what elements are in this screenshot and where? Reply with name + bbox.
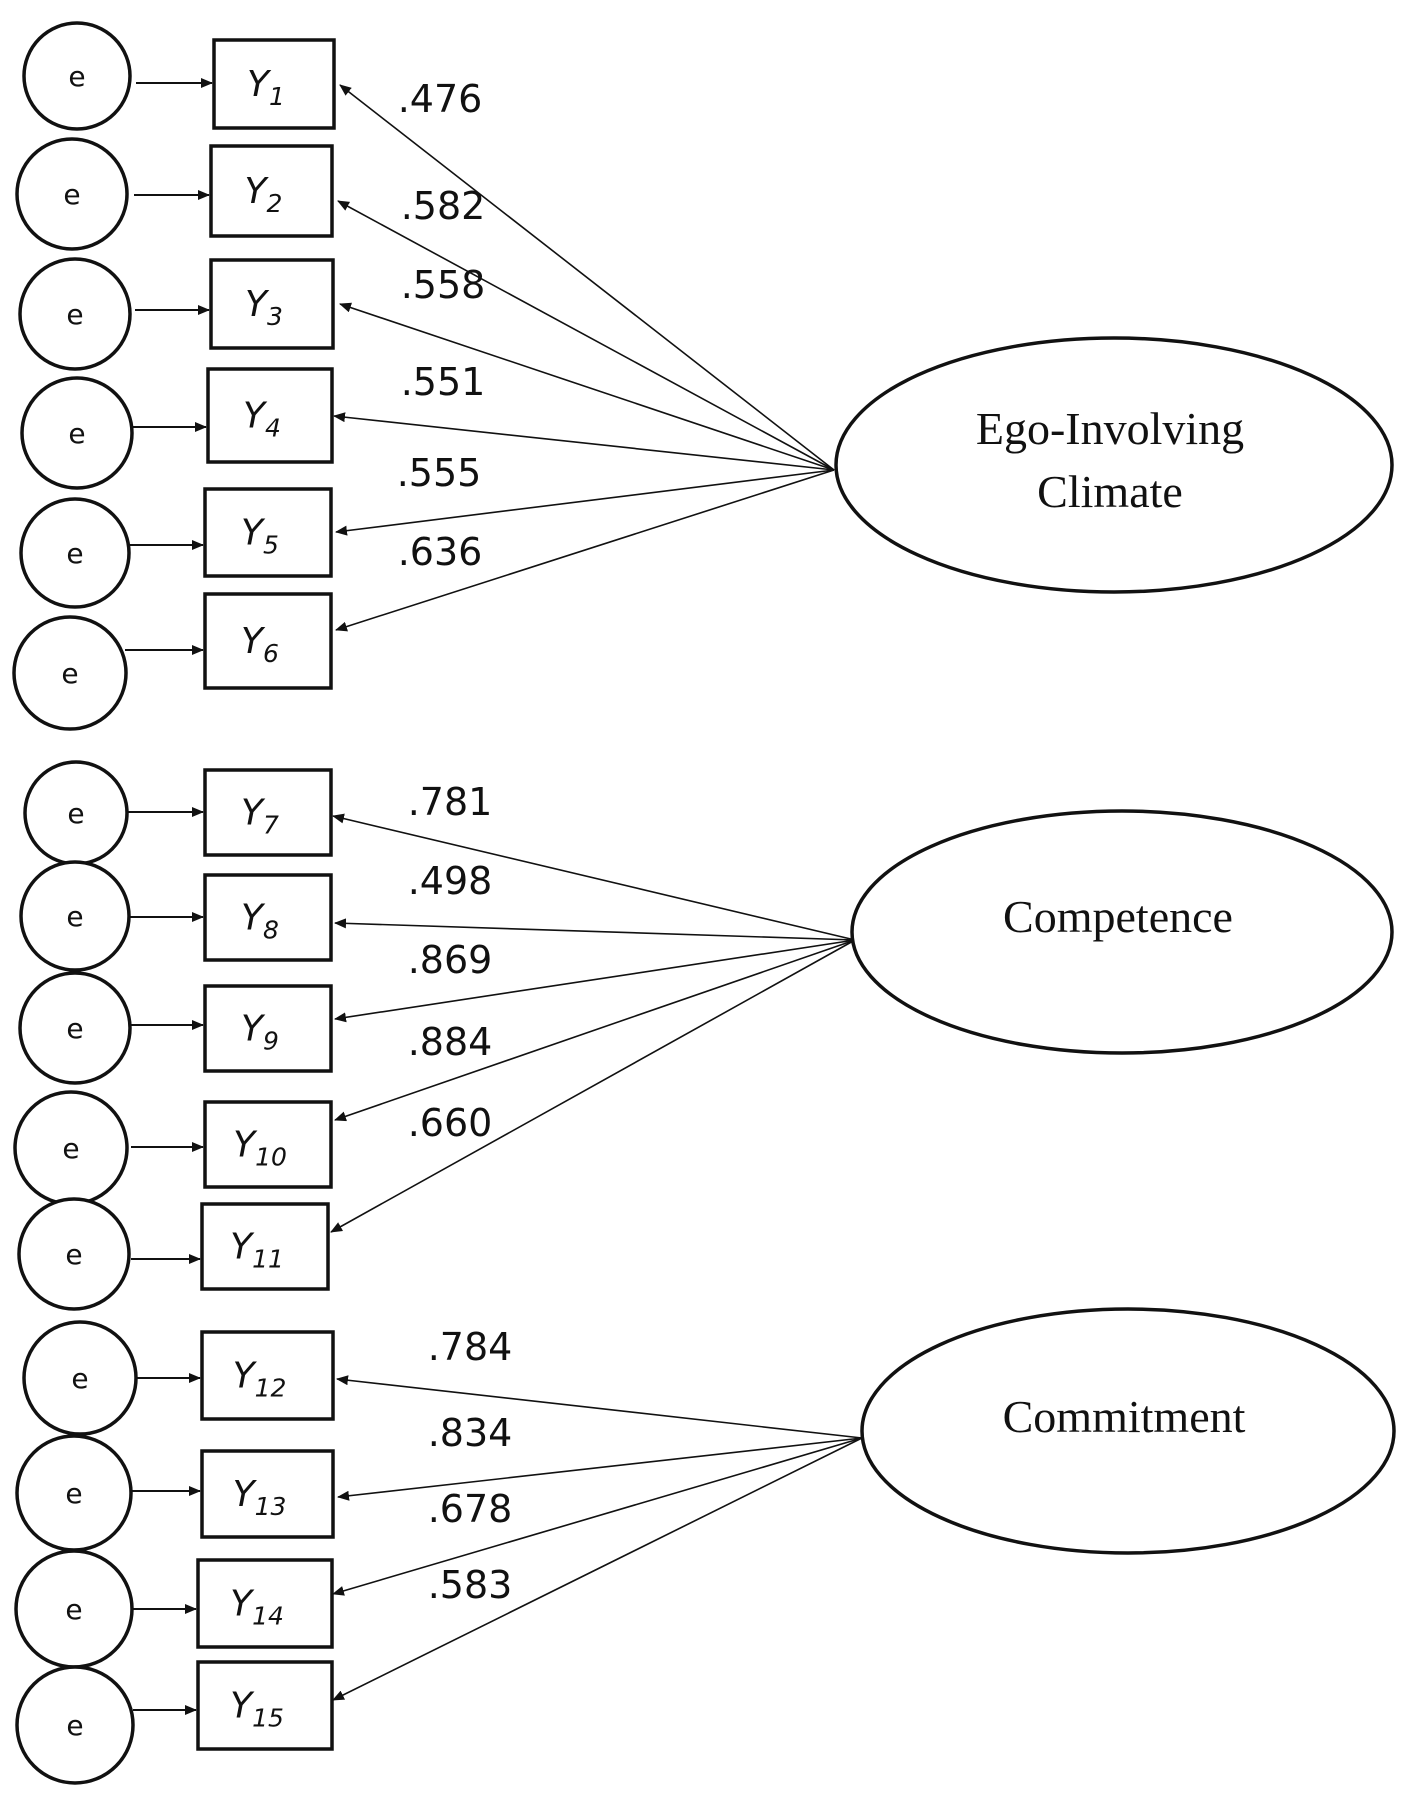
indicator-box [203,984,333,1073]
error-term-circle [19,497,131,609]
indicator-label: Y4 [243,396,281,443]
indicator-label: Y7 [241,793,279,840]
indicator-label: Y3 [245,284,283,331]
indicator-box [206,367,334,464]
latent-factor-label: Ego-Involving [976,403,1244,454]
indicator-box [196,1660,334,1751]
error-term-label: e [66,537,83,570]
indicator-label: Y13 [233,1474,287,1521]
error-term-circle [18,971,132,1085]
error-term-circle [19,860,131,972]
factor-loading-arrow [333,412,835,471]
error-term-label: e [66,900,83,933]
factor-loading-arrow [337,1437,863,1501]
factor-loading-value: .551 [401,360,486,404]
indicator-label: Y1 [247,64,285,111]
factor-loading-arrow [335,469,835,632]
error-term-circle [15,137,129,251]
factor-loading-value: .678 [428,1487,513,1531]
error-term-label: e [65,1593,82,1626]
factor-loading-value: .834 [428,1411,513,1455]
factor-loading-arrow [334,939,856,1122]
factor-loading-value: .582 [401,184,486,228]
factor-loading-arrow [332,1437,863,1596]
factor-loading-value: .636 [398,530,483,574]
error-term-label: e [68,60,85,93]
error-term-circle [15,1665,135,1785]
indicator-label: Y14 [230,1584,284,1631]
latent-factor-label: Commitment [1003,1391,1246,1442]
factor-loading-value: .884 [408,1020,493,1064]
indicator-box [203,487,333,578]
error-term-label: e [65,1238,82,1271]
error-term-circle [20,376,134,490]
error-term-label: e [61,657,78,690]
indicator-box [200,1202,330,1291]
factor-loading-value: .558 [401,263,486,307]
indicator-box [203,873,333,962]
factor-loading-value: .555 [397,451,482,495]
factor-loading-arrow [330,939,856,1233]
latent-factor-label: Competence [1003,891,1233,942]
factor-loading-arrow [339,84,835,471]
factor-loading-value: .476 [398,77,483,121]
indicator-box [203,592,333,690]
factor-loading-arrow [332,1437,863,1701]
latent-factor-ellipse [860,1307,1396,1555]
factor-loading-arrow [334,918,856,941]
factor-loading-value: .869 [408,938,493,982]
factor-loading-arrow [336,1375,863,1439]
indicator-box [196,1558,334,1649]
error-term-label: e [63,178,80,211]
error-term-label: e [66,1709,83,1742]
indicator-label: Y11 [230,1227,284,1274]
indicator-label: Y8 [241,898,279,945]
indicator-box [203,1100,333,1189]
indicator-box [209,258,335,350]
factor-loading-arrow [332,813,856,941]
latent-factor-ellipse [834,336,1394,594]
error-term-label: e [62,1132,79,1165]
factor-loading-arrow [339,302,835,471]
error-term-label: e [65,1477,82,1510]
indicator-label: Y6 [241,621,279,668]
indicator-box [203,768,333,857]
indicator-label: Y9 [241,1009,279,1056]
latent-factor-ellipse [850,809,1394,1055]
indicator-label: Y5 [241,513,279,560]
latent-factor-label: Climate [1037,466,1183,517]
error-term-circle [22,1320,138,1436]
factor-loading-arrow [337,200,835,471]
factor-loading-arrow [334,939,856,1023]
error-term-label: e [67,797,84,830]
error-term-label: e [66,298,83,331]
error-term-label: e [66,1012,83,1045]
factor-loading-value: .784 [428,1325,513,1369]
error-term-circle [12,615,128,731]
indicator-label: Y2 [245,171,283,218]
error-term-label: e [71,1362,88,1395]
factor-loading-value: .660 [408,1101,493,1145]
indicator-label: Y15 [230,1686,284,1733]
error-term-circle [22,21,132,131]
indicator-label: Y12 [233,1356,287,1403]
indicator-box [209,144,334,238]
indicator-label: Y10 [233,1125,287,1172]
factor-loading-value: .583 [428,1563,513,1607]
factor-loading-arrow [335,469,835,536]
indicator-box [200,1330,335,1421]
factor-loading-value: .498 [408,859,493,903]
error-term-label: e [68,417,85,450]
error-term-circle [17,1197,131,1311]
error-term-circle [18,257,132,371]
factor-loading-value: .781 [408,780,493,824]
indicator-box [212,38,336,130]
indicator-box [200,1449,335,1539]
